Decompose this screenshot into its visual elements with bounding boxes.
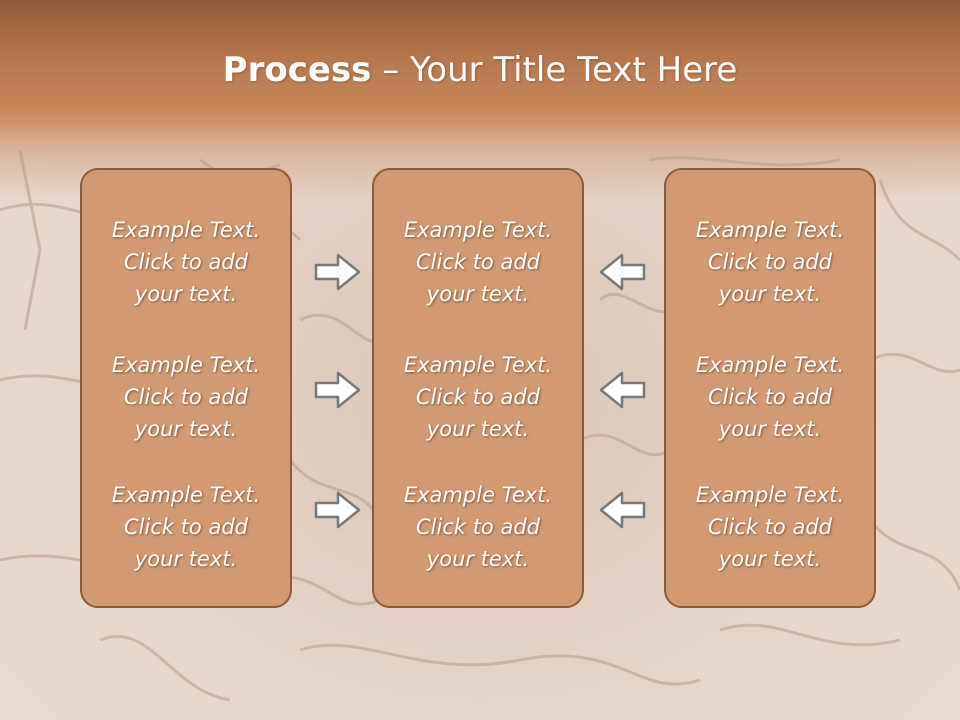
text-line: Example Text. xyxy=(111,218,261,242)
arrow-left-icon xyxy=(599,253,646,291)
text-line: Click to add xyxy=(415,385,540,409)
text-line: Example Text. xyxy=(695,483,845,507)
slide-title[interactable]: Process – Your Title Text Here xyxy=(0,50,960,90)
text-line: Click to add xyxy=(707,515,832,539)
title-rest: Your Title Text Here xyxy=(410,50,738,90)
text-line: Click to add xyxy=(123,250,248,274)
text-block[interactable]: Example Text. Click to add your text. xyxy=(374,349,582,445)
text-line: Click to add xyxy=(123,515,248,539)
process-box-left[interactable]: Example Text. Click to add your text. Ex… xyxy=(80,168,292,608)
text-block[interactable]: Example Text. Click to add your text. xyxy=(666,479,874,575)
text-line: your text. xyxy=(718,282,822,306)
text-line: your text. xyxy=(134,547,238,571)
text-block[interactable]: Example Text. Click to add your text. xyxy=(666,214,874,310)
process-box-right[interactable]: Example Text. Click to add your text. Ex… xyxy=(664,168,876,608)
text-line: Example Text. xyxy=(695,353,845,377)
text-line: Click to add xyxy=(415,515,540,539)
text-line: Click to add xyxy=(123,385,248,409)
text-line: Click to add xyxy=(707,385,832,409)
arrow-left-icon xyxy=(599,371,646,409)
arrow-right-icon xyxy=(314,371,361,409)
arrow-right-icon xyxy=(314,491,361,529)
text-block[interactable]: Example Text. Click to add your text. xyxy=(374,479,582,575)
text-line: Example Text. xyxy=(403,353,553,377)
text-line: Click to add xyxy=(415,250,540,274)
text-block[interactable]: Example Text. Click to add your text. xyxy=(82,349,290,445)
text-line: Click to add xyxy=(707,250,832,274)
text-line: Example Text. xyxy=(403,218,553,242)
arrow-right-icon xyxy=(314,253,361,291)
text-block[interactable]: Example Text. Click to add your text. xyxy=(82,214,290,310)
text-line: your text. xyxy=(426,547,530,571)
process-box-center[interactable]: Example Text. Click to add your text. Ex… xyxy=(372,168,584,608)
text-block[interactable]: Example Text. Click to add your text. xyxy=(666,349,874,445)
text-line: your text. xyxy=(426,417,530,441)
text-line: your text. xyxy=(426,282,530,306)
title-bold: Process xyxy=(222,50,372,90)
text-line: your text. xyxy=(134,282,238,306)
text-block[interactable]: Example Text. Click to add your text. xyxy=(82,479,290,575)
title-dash: – xyxy=(371,50,411,90)
text-line: your text. xyxy=(718,547,822,571)
text-line: your text. xyxy=(134,417,238,441)
text-block[interactable]: Example Text. Click to add your text. xyxy=(374,214,582,310)
text-line: Example Text. xyxy=(111,483,261,507)
text-line: Example Text. xyxy=(695,218,845,242)
text-line: your text. xyxy=(718,417,822,441)
text-line: Example Text. xyxy=(111,353,261,377)
arrow-left-icon xyxy=(599,491,646,529)
text-line: Example Text. xyxy=(403,483,553,507)
